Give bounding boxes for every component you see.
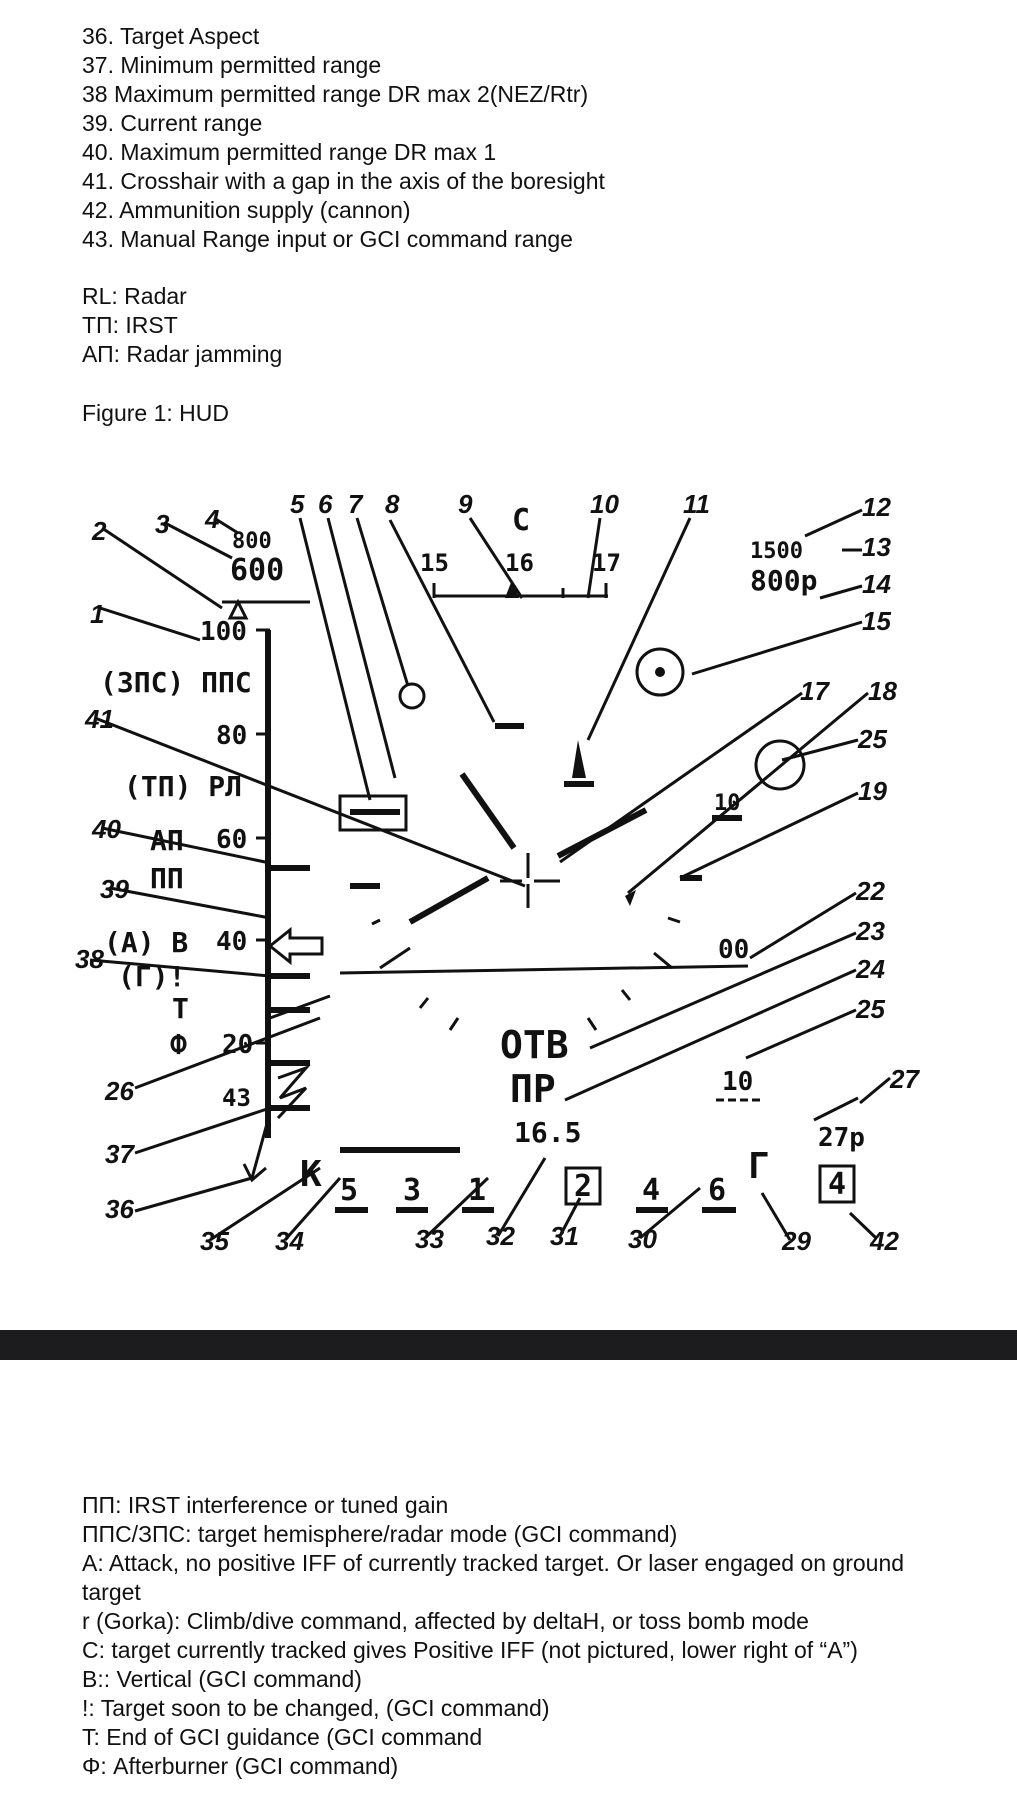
scale-43: 43 bbox=[222, 1084, 251, 1112]
legend-item: 39. Current range bbox=[82, 110, 263, 136]
callout-22: 22 bbox=[855, 876, 885, 906]
scale-60: 60 bbox=[216, 825, 247, 855]
f-label: Ф bbox=[170, 1028, 187, 1061]
hud-diagram: 1 2 3 4 5 6 7 8 9 10 11 12 13 14 15 17 1… bbox=[75, 489, 920, 1256]
callout-3: 3 bbox=[155, 509, 170, 539]
range-value: 16.5 bbox=[514, 1116, 581, 1149]
mid-10: 10 bbox=[722, 1067, 753, 1097]
legend-item: !: Target soon to be changed, (GCI comma… bbox=[82, 1695, 550, 1721]
callout-11: 11 bbox=[683, 489, 710, 519]
legend-item: r (Gorka): Climb/dive command, affected … bbox=[82, 1608, 809, 1634]
callout-25b: 25 bbox=[855, 994, 885, 1024]
bottom-6: 6 bbox=[708, 1173, 726, 1208]
callout-2: 2 bbox=[91, 516, 107, 546]
callout-5: 5 bbox=[290, 489, 305, 519]
callout-18: 18 bbox=[868, 676, 897, 706]
legend-item: 42. Ammunition supply (cannon) bbox=[82, 197, 411, 223]
legend-item: 41. Crosshair with a gap in the axis of … bbox=[82, 168, 605, 194]
legend-item: ППС/ЗПС: target hemisphere/radar mode (G… bbox=[82, 1521, 678, 1547]
callout-7: 7 bbox=[348, 489, 364, 519]
callout-26: 26 bbox=[104, 1076, 134, 1106]
hemisphere-mode: (ЗПС) ППС bbox=[100, 666, 252, 699]
callout-4: 4 bbox=[204, 504, 220, 534]
callout-37: 37 bbox=[105, 1139, 135, 1169]
callout-12: 12 bbox=[862, 492, 891, 522]
legend-item: A: Attack, no positive IFF of currently … bbox=[82, 1550, 905, 1605]
t-label: Т bbox=[172, 992, 189, 1025]
legend-item: Φ: Afterburner (GCI command) bbox=[82, 1753, 399, 1779]
ammo-27p: 27р bbox=[818, 1123, 865, 1153]
callout-33: 33 bbox=[415, 1224, 444, 1254]
callout-9: 9 bbox=[458, 489, 473, 519]
legend-item: C: target currently tracked gives Positi… bbox=[82, 1637, 858, 1663]
callout-10: 10 bbox=[590, 489, 619, 519]
gamma-letter: Г bbox=[748, 1146, 770, 1187]
callout-27: 27 bbox=[889, 1064, 920, 1094]
legend-item: 37. Minimum permitted range bbox=[82, 52, 382, 78]
callout-6: 6 bbox=[318, 489, 333, 519]
abbreviation-item: RL: Radar bbox=[82, 283, 187, 309]
target-iff-letter: C bbox=[512, 503, 530, 538]
callout-24: 24 bbox=[855, 954, 885, 984]
legend-item: 36. Target Aspect bbox=[82, 23, 260, 49]
small-10-marker: 10 bbox=[714, 791, 741, 816]
callout-42: 42 bbox=[869, 1226, 899, 1256]
abbreviation-item: АП: Radar jamming bbox=[82, 341, 283, 367]
box-2: 2 bbox=[574, 1169, 592, 1204]
callout-34: 34 bbox=[275, 1226, 304, 1256]
callout-25a: 25 bbox=[857, 724, 887, 754]
heading-tick-16: 16 bbox=[505, 549, 534, 577]
legend-item: 43. Manual Range input or GCI command ra… bbox=[82, 226, 573, 252]
k-letter: К bbox=[300, 1154, 322, 1195]
legend-item: 40. Maximum permitted range DR max 1 bbox=[82, 139, 497, 165]
bottom-5: 5 bbox=[340, 1173, 358, 1208]
legend-item: T: End of GCI guidance (GCI command bbox=[82, 1724, 483, 1750]
irst-interference-label: ПП bbox=[150, 862, 184, 895]
callout-19: 19 bbox=[858, 776, 887, 806]
scale-80: 80 bbox=[216, 721, 247, 751]
right-top-value-1: 1500 bbox=[750, 539, 803, 564]
otv-label: ОТВ bbox=[500, 1023, 569, 1067]
callout-8: 8 bbox=[385, 489, 400, 519]
heading-tick-17: 17 bbox=[592, 549, 621, 577]
callout-38: 38 bbox=[75, 944, 104, 974]
bottom-4: 4 bbox=[642, 1173, 660, 1208]
altitude-main: 600 bbox=[230, 553, 284, 588]
callout-17: 17 bbox=[800, 676, 830, 706]
legend-item: 38 Maximum permitted range DR max 2(NEZ/… bbox=[82, 81, 589, 107]
legend-item: ПП: IRST interference or tuned gain bbox=[82, 1492, 449, 1518]
abbreviation-item: ТП: IRST bbox=[82, 312, 178, 338]
callout-23: 23 bbox=[855, 916, 885, 946]
legend-item: B:: Vertical (GCI command) bbox=[82, 1666, 362, 1692]
heading-tick-15: 15 bbox=[420, 549, 449, 577]
scale-100: 100 bbox=[200, 617, 247, 647]
callout-1: 1 bbox=[90, 599, 104, 629]
right-top-value-2: 800p bbox=[750, 564, 817, 597]
legend-bottom: ПП: IRST interference or tuned gain ППС/… bbox=[82, 1491, 932, 1781]
divider-bar bbox=[0, 1330, 1017, 1360]
attack-vertical-label: (А) В bbox=[104, 926, 188, 959]
callout-14: 14 bbox=[862, 569, 891, 599]
callout-15: 15 bbox=[862, 606, 891, 636]
bottom-1: 1 bbox=[468, 1173, 486, 1208]
legend-top: 36. Target Aspect 37. Minimum permitted … bbox=[82, 22, 962, 369]
callout-32: 32 bbox=[486, 1221, 515, 1251]
double-zero: 00 bbox=[718, 935, 749, 965]
altitude-top: 800 bbox=[232, 529, 272, 554]
callout-36: 36 bbox=[105, 1194, 134, 1224]
box-4: 4 bbox=[828, 1167, 846, 1202]
scale-40: 40 bbox=[216, 927, 247, 957]
callout-13: 13 bbox=[862, 532, 891, 562]
bottom-3: 3 bbox=[403, 1173, 421, 1208]
figure-caption: Figure 1: HUD bbox=[82, 400, 229, 426]
pr-label: ПР bbox=[510, 1067, 556, 1111]
sensor-mode: (ТП) РЛ bbox=[124, 770, 242, 803]
